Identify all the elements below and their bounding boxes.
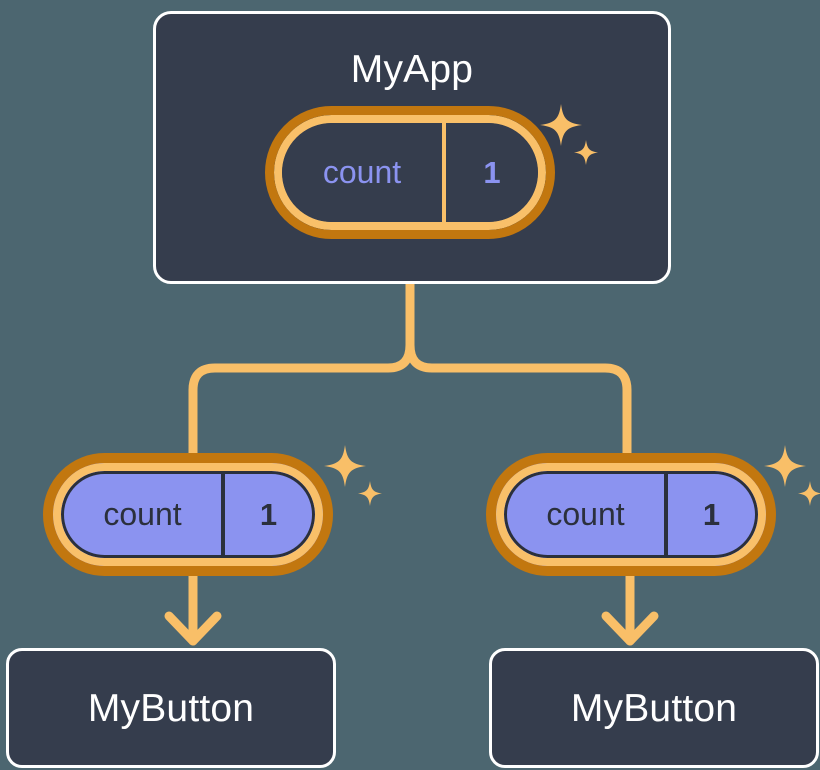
state-value: 1: [483, 154, 501, 190]
state-pill-root[interactable]: count 1: [265, 106, 555, 239]
state-divider: [664, 474, 668, 555]
state-value: 1: [259, 496, 278, 532]
state-value: 1: [702, 496, 721, 532]
state-divider: [442, 123, 446, 222]
state-pill-child-left[interactable]: count 1: [43, 453, 333, 576]
component-title: MyButton: [570, 687, 738, 730]
state-key: count: [546, 496, 625, 532]
connector-branch-left: [188, 340, 415, 475]
state-key: count: [322, 154, 402, 190]
arrow-down-icon-left: [164, 571, 222, 646]
component-title: MyButton: [87, 687, 255, 730]
arrow-down-icon-right: [601, 571, 659, 646]
state-pill-child-right[interactable]: count 1: [486, 453, 776, 576]
state-divider: [221, 474, 225, 555]
component-card-mybutton-left[interactable]: MyButton: [6, 648, 336, 768]
connector-branch-right: [405, 340, 632, 475]
state-key: count: [103, 496, 182, 532]
component-card-mybutton-right[interactable]: MyButton: [489, 648, 819, 768]
component-title: MyApp: [350, 48, 474, 91]
